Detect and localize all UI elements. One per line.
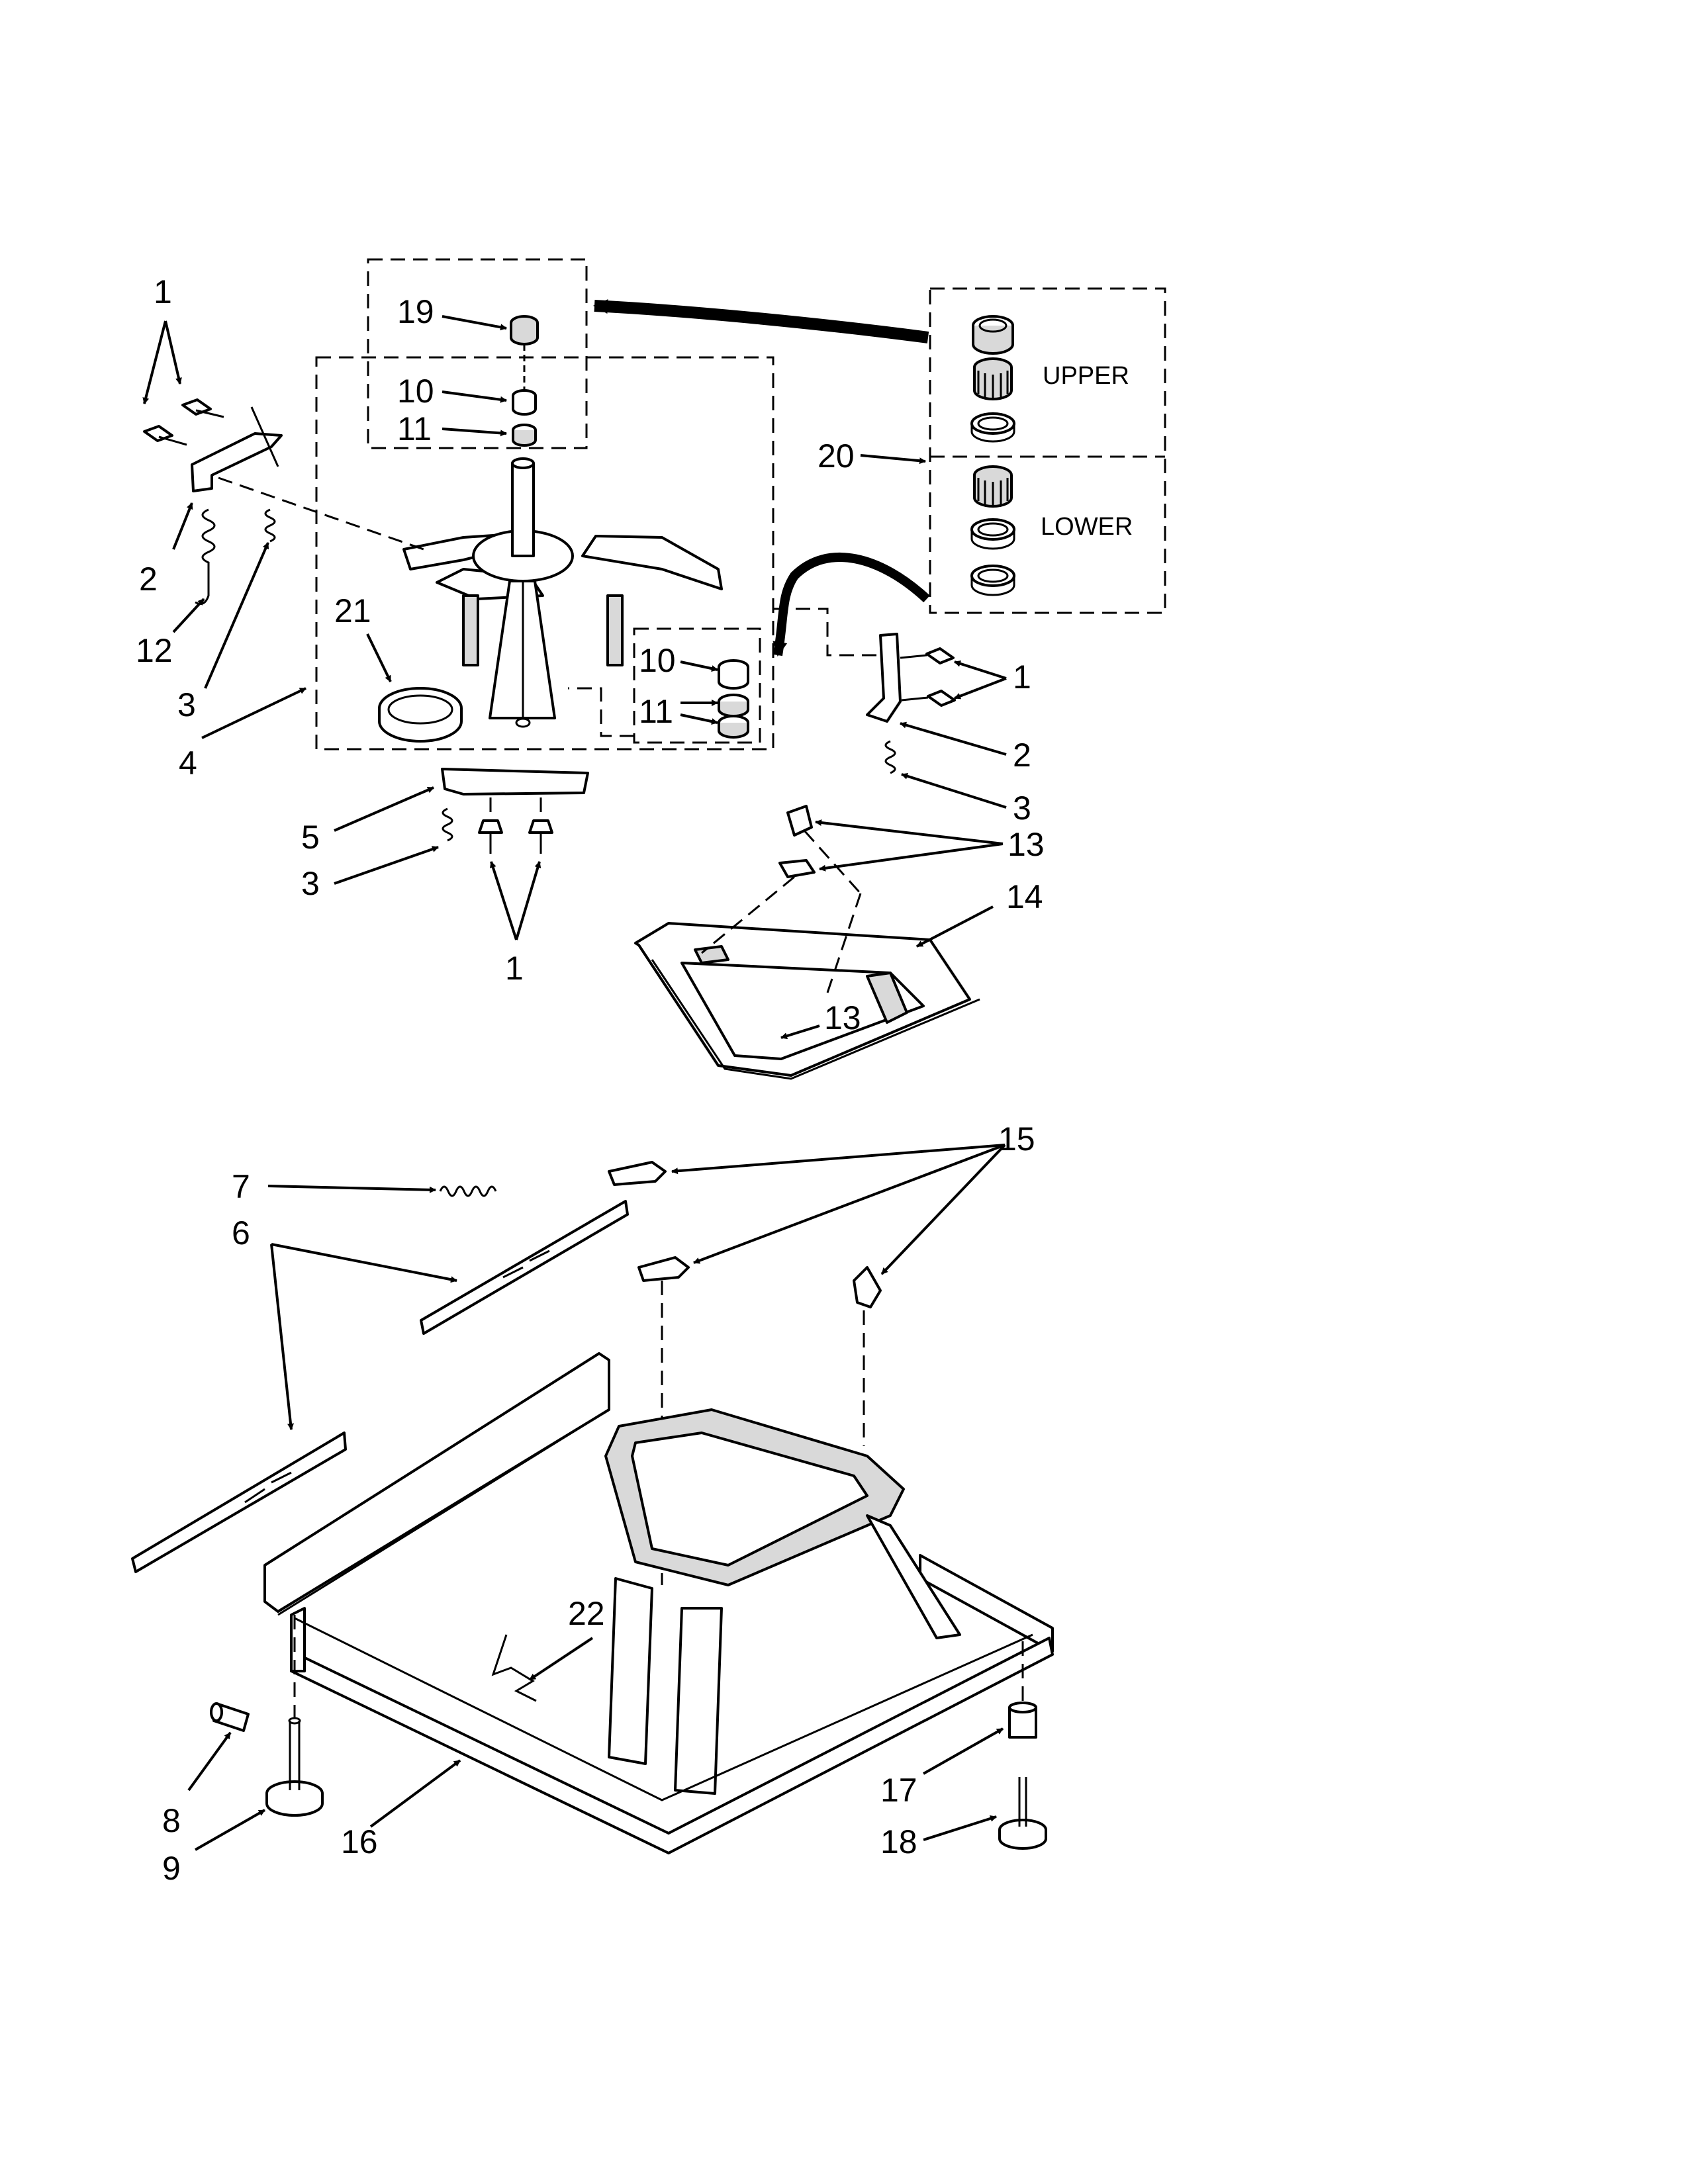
bearing-upper-seal-icon <box>972 315 1014 355</box>
part-11-lower-icon <box>718 694 749 739</box>
part-6-brace-upper-icon <box>420 1200 629 1335</box>
callout-1-lower: 1 <box>505 950 524 987</box>
part-10-upper-icon <box>512 389 537 416</box>
part-2-bracket-left-icon <box>191 406 283 492</box>
part-6-brace-lower-icon <box>131 1432 347 1573</box>
bearing-upper-gear-icon <box>973 357 1013 400</box>
bearing-kit-box <box>929 287 1166 614</box>
part-5-brace-icon <box>441 768 589 796</box>
part-15-pad-a-icon <box>608 1161 667 1186</box>
part-22-clip-icon <box>491 1634 537 1702</box>
callout-3-right: 3 <box>1013 790 1031 827</box>
part-21-seal-icon <box>378 687 463 743</box>
part-2-bracket-right-icon <box>866 633 902 723</box>
callout-14: 14 <box>1006 878 1043 915</box>
callout-1-upper-left: 1 <box>154 273 172 310</box>
callout-1-right: 1 <box>1013 659 1031 696</box>
bearing-lower-washer-icon <box>970 565 1015 596</box>
kit-lower-label: LOWER <box>1041 513 1133 541</box>
callout-4: 4 <box>179 745 197 782</box>
part-1-screw-lower-right-icon <box>901 690 956 707</box>
callout-19: 19 <box>397 293 434 330</box>
callout-13-upper: 13 <box>1008 826 1045 863</box>
callout-21: 21 <box>334 592 371 629</box>
part-13-clip-a-icon <box>786 805 813 837</box>
part-7-spring-icon <box>439 1185 497 1197</box>
callout-5: 5 <box>301 819 320 856</box>
part-12-spring-icon <box>195 508 216 605</box>
part-11-upper-icon <box>512 424 537 447</box>
part-18-leveling-foot-icon <box>998 1777 1047 1850</box>
kit-upper-label: UPPER <box>1043 362 1129 390</box>
part-1-screw-lower-a-icon <box>478 797 503 854</box>
part-3-spring-lower-icon <box>442 807 453 842</box>
kit-arrow-lower <box>773 552 930 657</box>
kit-arrow-upper <box>593 299 929 343</box>
bearing-lower-ring-icon <box>970 518 1015 550</box>
callout-3-left: 3 <box>177 686 196 723</box>
callout-3-lower: 3 <box>301 865 320 902</box>
callout-6: 6 <box>232 1214 250 1251</box>
part-9-leveling-foot-icon <box>265 1717 324 1817</box>
group-box-4 <box>315 356 774 751</box>
callout-11-lower: 11 <box>639 693 673 730</box>
callout-17: 17 <box>880 1772 917 1809</box>
callout-20: 20 <box>818 437 855 475</box>
callout-11-upper: 11 <box>397 410 432 447</box>
part-17-sleeve-icon <box>1008 1702 1037 1739</box>
callout-22: 22 <box>568 1595 605 1632</box>
callout-9: 9 <box>162 1850 181 1887</box>
part-13-clip-b-icon <box>778 859 816 878</box>
part-15-pad-b-icon <box>637 1256 690 1282</box>
callout-7: 7 <box>232 1168 250 1205</box>
part-3-spring-right-icon <box>884 740 896 774</box>
part-1-screw-upper-right-icon <box>900 647 955 664</box>
part-1-screw-lower-left-icon <box>143 425 187 446</box>
callout-12: 12 <box>136 632 173 669</box>
callout-18: 18 <box>880 1823 917 1860</box>
callout-10-upper: 10 <box>397 373 434 410</box>
bearing-upper-ring-icon <box>970 412 1015 443</box>
callout-16: 16 <box>341 1823 378 1860</box>
callout-lines <box>142 315 1007 1851</box>
part-19-bushing-icon <box>510 315 539 345</box>
part-1-screw-lower-b-icon <box>528 797 553 854</box>
callout-15: 15 <box>998 1120 1035 1158</box>
part-14-frame-icon <box>634 922 980 1080</box>
callout-2-right: 2 <box>1013 737 1031 774</box>
part-1-screw-upper-left-icon <box>181 398 224 418</box>
callout-13-lower: 13 <box>824 999 861 1036</box>
part-10-lower-icon <box>718 659 749 690</box>
group-box-10-11-lower <box>568 627 761 744</box>
callout-8: 8 <box>162 1802 181 1839</box>
callout-2-left: 2 <box>139 561 158 598</box>
part-3-spring-left-icon <box>264 508 276 543</box>
callout-10-lower: 10 <box>639 642 676 679</box>
part-8-sleeve-icon <box>210 1702 250 1732</box>
callout-labels: 1 2 12 3 4 21 19 10 11 10 11 20 1 2 3 5 … <box>136 273 1045 1887</box>
hub-assembly <box>402 457 723 728</box>
bearing-lower-gear-icon <box>973 465 1013 508</box>
part-16-base-icon <box>263 1352 1054 1854</box>
part-15-pad-c-icon <box>853 1266 882 1308</box>
